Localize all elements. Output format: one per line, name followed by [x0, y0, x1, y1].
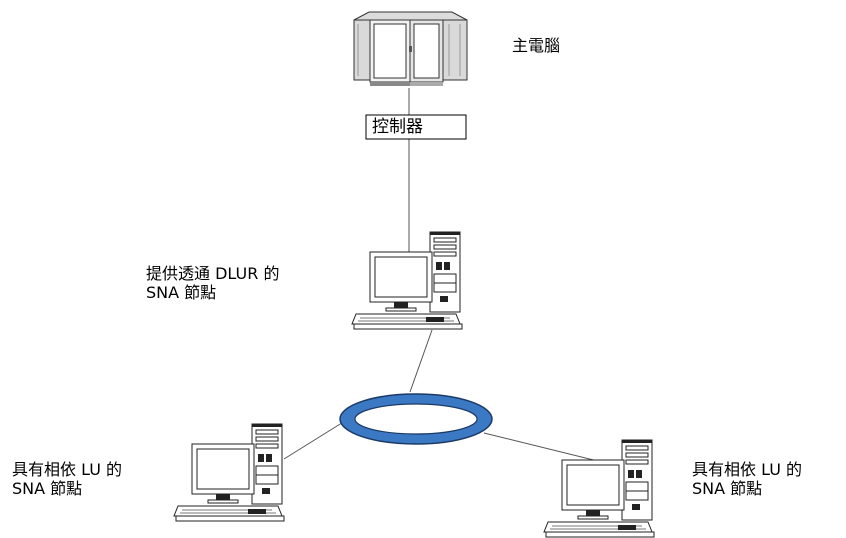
- controller-label: 控制器: [372, 117, 423, 137]
- left-workstation-icon: [173, 423, 285, 522]
- right-node-label-line2: SNA 節點: [692, 479, 763, 498]
- dlur-to-ring-line: [409, 329, 433, 393]
- dlur-workstation-icon: [351, 231, 463, 330]
- dlur-node-label-line1: 提供透通 DLUR 的: [146, 264, 280, 283]
- left-node-label-line2: SNA 節點: [12, 479, 83, 498]
- ring-to-left-node-line: [283, 420, 346, 460]
- mainframe-label: 主電腦: [512, 36, 561, 55]
- right-workstation-icon: [543, 439, 655, 538]
- mainframe-icon: [353, 11, 468, 86]
- token-ring: [339, 393, 493, 445]
- right-node-label-line1: 具有相依 LU 的: [692, 460, 803, 479]
- left-node-label-line1: 具有相依 LU 的: [12, 460, 123, 479]
- controller-box: [365, 114, 467, 140]
- dlur-node-label-line2: SNA 節點: [146, 283, 217, 302]
